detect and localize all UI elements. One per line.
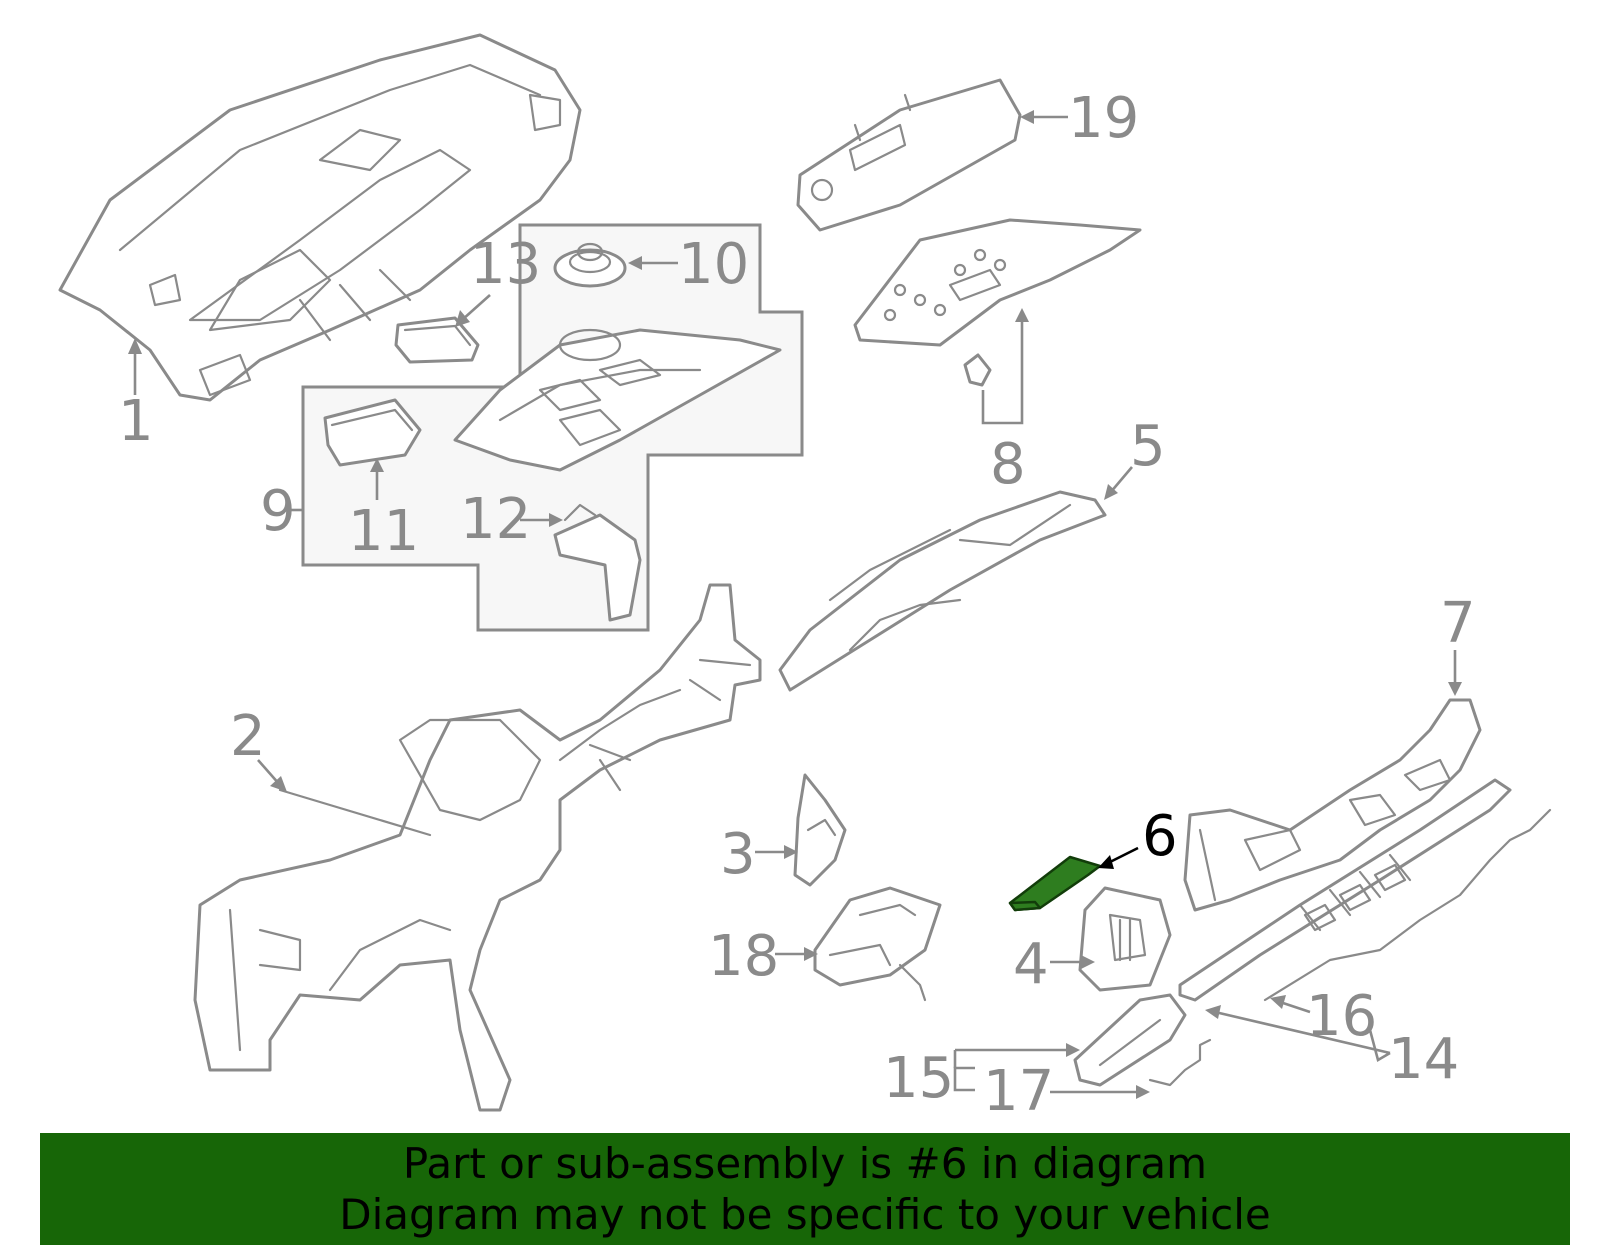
callout-17: 17 <box>983 1059 1054 1124</box>
callout-5: 5 <box>1130 414 1166 479</box>
callout-2: 2 <box>230 704 266 769</box>
callout-9: 9 <box>260 479 296 544</box>
highlighted-part-6 <box>1008 855 1102 912</box>
knee-airbag-part-15 <box>1073 993 1187 1087</box>
callout-14: 14 <box>1388 1027 1459 1092</box>
callout-18: 18 <box>708 924 779 989</box>
leader-lines <box>128 110 1462 1099</box>
trim-part-3 <box>793 773 847 887</box>
harness-part-16 <box>1263 808 1552 1002</box>
speaker-part-10 <box>553 242 627 288</box>
dash-cover-part-5 <box>778 490 1107 692</box>
cross-beam-part-2 <box>193 583 762 1112</box>
switch-part-13 <box>394 316 480 364</box>
callout-15: 15 <box>883 1046 954 1111</box>
bracket-part-12 <box>553 503 642 622</box>
harness-part-17 <box>1148 1038 1212 1087</box>
parts-diagram: 1 2 3 4 5 6 7 8 9 10 11 12 13 14 15 16 1… <box>58 33 1552 1124</box>
callout-6: 6 <box>1142 804 1178 869</box>
callout-19: 19 <box>1068 86 1139 151</box>
callout-10: 10 <box>678 232 749 297</box>
callout-8: 8 <box>990 432 1026 497</box>
callout-7: 7 <box>1440 591 1476 656</box>
callout-3: 3 <box>720 822 756 887</box>
callout-12: 12 <box>460 487 531 552</box>
lower-panel-part-7 <box>1183 698 1482 912</box>
callout-1: 1 <box>118 389 154 454</box>
banner-line-2: Diagram may not be specific to your vehi… <box>339 1190 1271 1239</box>
console-assembly-part-9 <box>453 328 782 472</box>
callout-labels: 1 2 3 4 5 6 7 8 9 10 11 12 13 14 15 16 1… <box>118 86 1476 1124</box>
vent-part-4 <box>1078 886 1172 992</box>
trim-strip-part-14 <box>1178 778 1512 1002</box>
banner-line-1: Part or sub-assembly is #6 in diagram <box>402 1139 1208 1188</box>
callout-13: 13 <box>470 232 541 297</box>
carrier-part-8 <box>853 218 1142 387</box>
airbag-part-19 <box>796 78 1022 232</box>
callout-11: 11 <box>348 499 419 564</box>
callout-16: 16 <box>1306 984 1377 1049</box>
module-part-11 <box>323 398 422 467</box>
dashboard-panel-part-1 <box>58 33 582 402</box>
airbag-part-18 <box>813 886 942 1002</box>
callout-4: 4 <box>1013 932 1049 997</box>
info-banner: Part or sub-assembly is #6 in diagram Di… <box>40 1133 1570 1245</box>
